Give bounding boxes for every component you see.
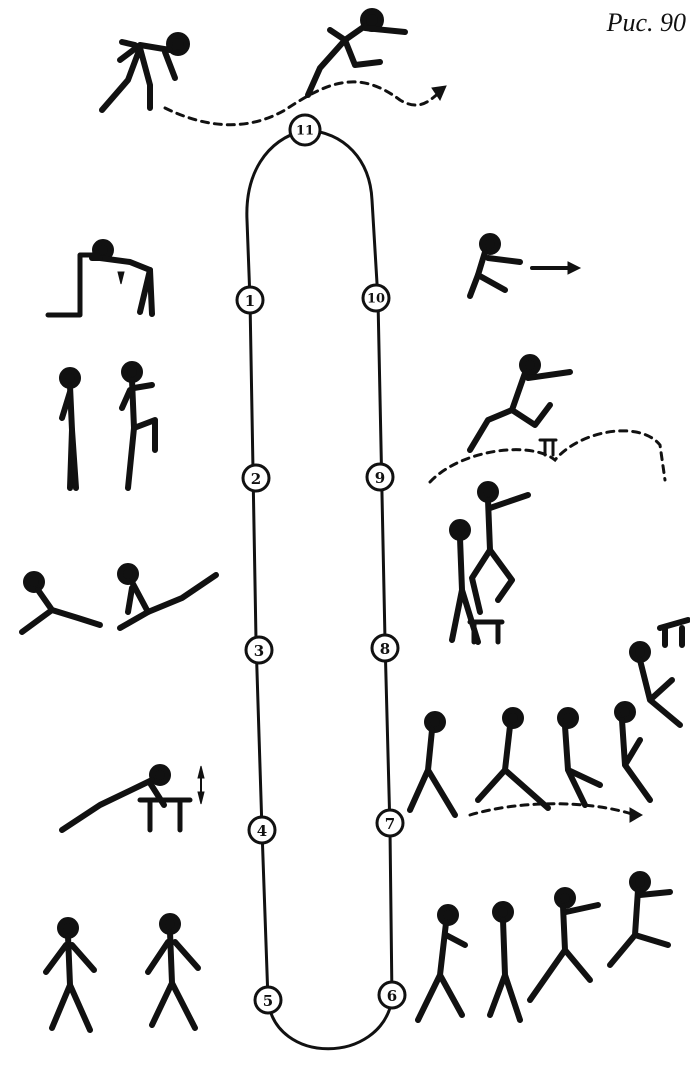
- station-label-2: 2: [251, 470, 261, 488]
- station-label-9: 9: [375, 469, 385, 487]
- circuit-track: [247, 130, 392, 1049]
- station-label-3: 3: [254, 642, 264, 660]
- exercise-left-2: [62, 364, 155, 488]
- exercise-left-3: [22, 566, 216, 632]
- exercise-right-2: [430, 357, 665, 482]
- station-label-6: 6: [387, 987, 397, 1005]
- station-label-10: 10: [367, 292, 385, 307]
- exercise-left-1: [48, 242, 152, 315]
- station-label-7: 7: [385, 815, 395, 833]
- exercise-right-1: [470, 236, 580, 296]
- station-label-5: 5: [263, 992, 273, 1010]
- exercise-left-4: [62, 766, 204, 830]
- exercise-left-5: [46, 916, 198, 1030]
- exercise-right-3: [452, 484, 528, 642]
- exercise-right-5: [418, 874, 670, 1020]
- exercise-top-hurdle-run: [102, 11, 446, 125]
- station-label-1: 1: [245, 292, 255, 310]
- station-label-8: 8: [380, 640, 390, 658]
- station-label-4: 4: [257, 822, 267, 840]
- station-label-11: 11: [296, 124, 314, 139]
- exercise-right-4: [410, 620, 688, 822]
